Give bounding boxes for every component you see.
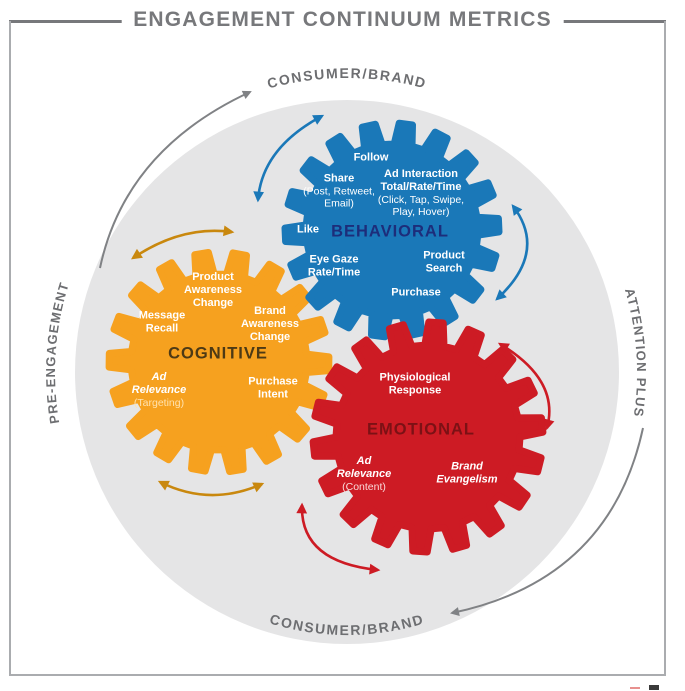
logo-fragment-red <box>630 687 640 689</box>
cognitive-gear <box>105 249 333 475</box>
metric-line: Total/Rate/Time <box>380 180 462 193</box>
metric-ad-interaction: Ad Interaction Total/Rate/Time (Click, T… <box>378 168 464 218</box>
metric-line: Brand <box>451 460 483 473</box>
label-pre-engagement: PRE-ENGAGEMENT <box>43 280 72 425</box>
metric-line: Share <box>323 172 355 185</box>
metric-line: Ad Interaction <box>384 168 458 181</box>
cognitive-arrow-bottom <box>157 480 265 497</box>
metric-line: (Post, Retweet, <box>303 185 375 198</box>
metric-line: Purchase <box>391 286 441 299</box>
metric-line: Ad <box>151 371 167 384</box>
metric-line: Physiological <box>379 371 451 384</box>
label-consumer-brand-top: CONSUMER/BRAND <box>265 65 428 91</box>
metric-eye-gaze: Eye Gaze Rate/Time <box>308 253 360 279</box>
diagram-frame <box>9 21 666 676</box>
outer-arrow-bottom-right <box>450 427 644 616</box>
metric-follow: Follow <box>354 152 389 165</box>
metric-purchase-intent: Purchase Intent <box>248 375 298 401</box>
metric-line: Brand <box>254 304 286 317</box>
behavioral-arrow-upper-left <box>253 114 325 203</box>
label-attention-plus: ATTENTION PLUS <box>622 286 649 418</box>
metric-ad-relevance-targeting: Ad Relevance (Targeting) <box>132 371 186 409</box>
cognitive-gear-title: COGNITIVE <box>168 344 268 363</box>
gear-name: COGNITIVE <box>168 344 268 363</box>
metric-product-search: Product Search <box>423 249 465 275</box>
metric-line: Change <box>192 296 234 309</box>
metric-purchase: Purchase <box>391 287 441 300</box>
gear-name: EMOTIONAL <box>367 420 475 439</box>
metric-line: Follow <box>353 151 389 164</box>
metric-line: Eye Gaze <box>309 253 359 266</box>
metric-line: Awareness <box>241 317 299 330</box>
metric-line: Evangelism <box>436 473 498 485</box>
metric-line: (Targeting) <box>133 396 185 409</box>
metric-line: Purchase <box>248 375 298 388</box>
metric-physiological-response: Physiological Response <box>380 371 451 397</box>
metric-line: Intent <box>258 388 288 400</box>
metric-line: Response <box>388 384 442 396</box>
metric-line: Rate/Time <box>307 266 361 278</box>
page-title: ENGAGEMENT CONTINUUM METRICS <box>121 8 564 32</box>
behavioral-gear <box>281 119 503 341</box>
emotional-arrow-right <box>497 342 555 431</box>
metric-line: Recall <box>145 322 179 334</box>
metric-share: Share (Post, Retweet, Email) <box>303 172 375 209</box>
metric-line: Awareness <box>184 283 242 296</box>
metric-line: Change <box>249 330 291 343</box>
metric-like: Like <box>297 224 319 237</box>
metric-line: Message <box>138 309 186 322</box>
cognitive-arrow-top <box>131 225 235 260</box>
behavioral-gear-title: BEHAVIORAL <box>331 222 449 241</box>
emotional-arrow-bottom-left <box>296 502 381 575</box>
metric-line: Relevance <box>336 467 392 480</box>
metric-line: Search <box>425 262 463 274</box>
behavioral-arrow-right <box>495 204 529 301</box>
metric-product-awareness: Product Awareness Change <box>184 271 242 309</box>
metric-line: Product <box>192 270 234 283</box>
metric-brand-awareness: Brand Awareness Change <box>241 305 299 343</box>
metric-line: Ad <box>356 455 372 468</box>
emotional-gear <box>309 318 547 556</box>
metric-line: Email) <box>324 197 354 210</box>
metric-brand-evangelism: Brand Evangelism <box>436 460 497 486</box>
metric-ad-relevance-content: Ad Relevance (Content) <box>337 455 391 493</box>
metric-line: Product <box>423 249 465 262</box>
metric-line: Play, Hover) <box>392 205 450 218</box>
gear-name: BEHAVIORAL <box>331 222 449 241</box>
logo-fragment-dark <box>649 685 659 690</box>
metric-line: (Content) <box>342 480 386 493</box>
metric-line: Relevance <box>131 383 187 396</box>
emotional-gear-title: EMOTIONAL <box>367 420 475 439</box>
metric-message-recall: Message Recall <box>139 309 185 335</box>
metric-line: (Click, Tap, Swipe, <box>377 193 465 206</box>
metric-line: Like <box>296 223 320 236</box>
outer-arrow-top-left <box>99 90 252 269</box>
